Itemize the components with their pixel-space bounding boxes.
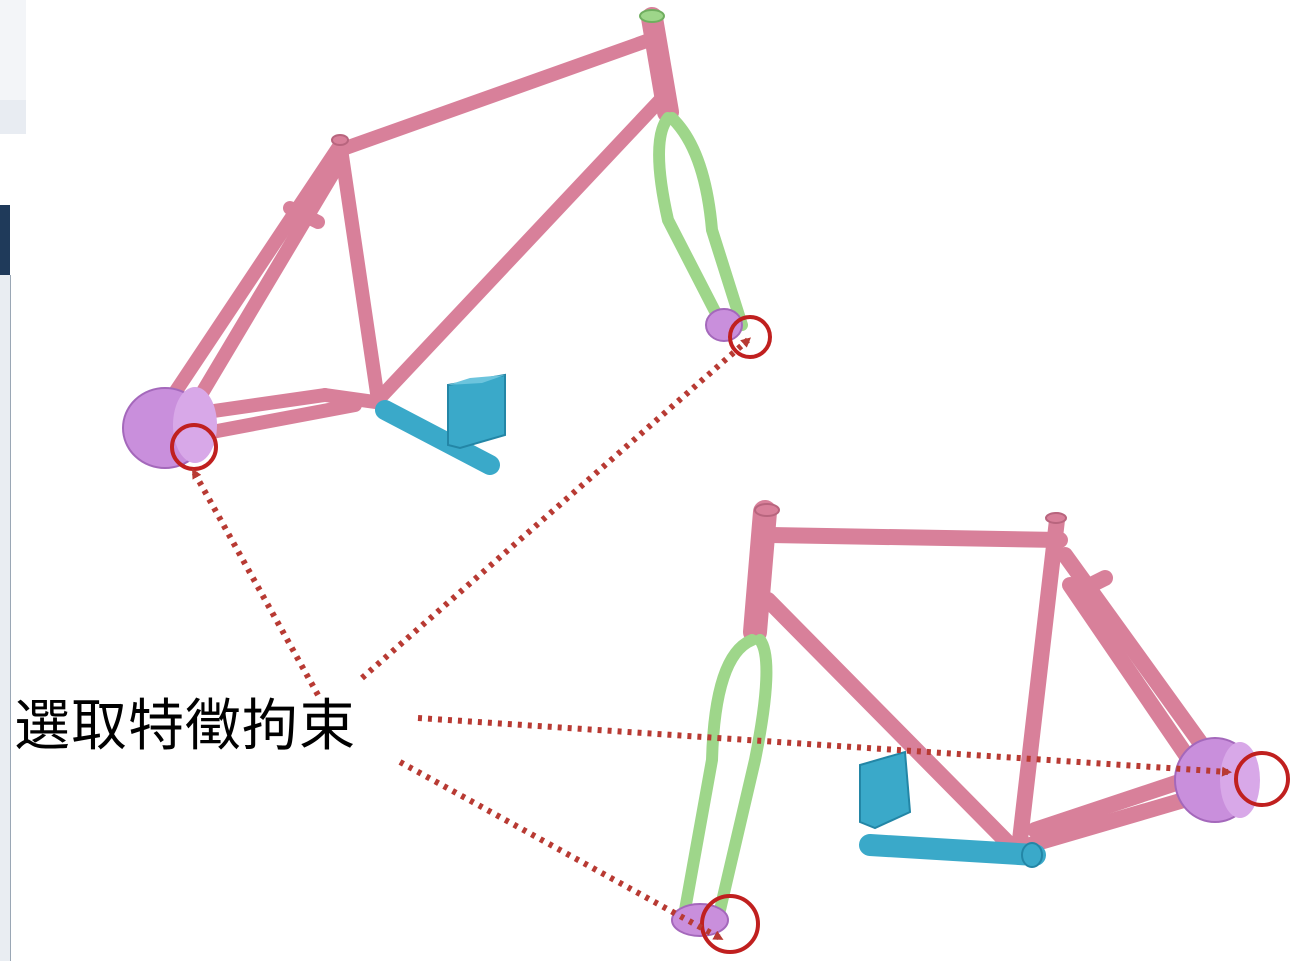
- left-window-edge: [0, 0, 26, 134]
- chain-stay-bend: [318, 388, 382, 409]
- crank-assembly-bottom: [859, 750, 1046, 868]
- selection-circle-icon: [1234, 751, 1290, 807]
- head-tube-top: [639, 9, 665, 23]
- constraint-label: 選取特徵拘束: [14, 694, 356, 759]
- left-window-titlebar: [0, 205, 10, 275]
- crank-assembly-top: [375, 373, 506, 475]
- top-tube: [762, 527, 1068, 548]
- down-tube: [760, 592, 1018, 853]
- selection-circle-icon: [700, 894, 760, 954]
- leader-arrow: [417, 715, 1232, 777]
- leader-arrow: [191, 468, 321, 697]
- head-tube: [743, 500, 777, 644]
- leader-arrow: [398, 759, 724, 941]
- front-hub-bottom: [671, 903, 729, 937]
- bike-frame-bottom: [671, 500, 1260, 937]
- rear-hub-bottom: [1174, 737, 1260, 823]
- fork-blade-right: [714, 634, 773, 916]
- bike-frame-top: [122, 7, 748, 475]
- leader-arrow: [360, 337, 752, 681]
- seat-tube: [1012, 512, 1065, 848]
- down-tube: [371, 88, 672, 407]
- stay-bridge: [283, 201, 325, 229]
- top-tube: [333, 31, 662, 157]
- seat-tube: [333, 135, 385, 407]
- chain-stay-2: [1027, 767, 1208, 838]
- fork-blade-left: [679, 634, 758, 916]
- fork-blade-right: [666, 112, 748, 331]
- stay-bridge: [1077, 570, 1113, 596]
- head-tube: [641, 7, 679, 123]
- selection-circle-icon: [728, 315, 772, 359]
- left-window-body: [0, 275, 11, 961]
- front-hub-top: [705, 308, 743, 342]
- seat-stay-top: [153, 138, 347, 422]
- fork-blade-left: [653, 112, 728, 331]
- seat-tube-top: [331, 134, 349, 146]
